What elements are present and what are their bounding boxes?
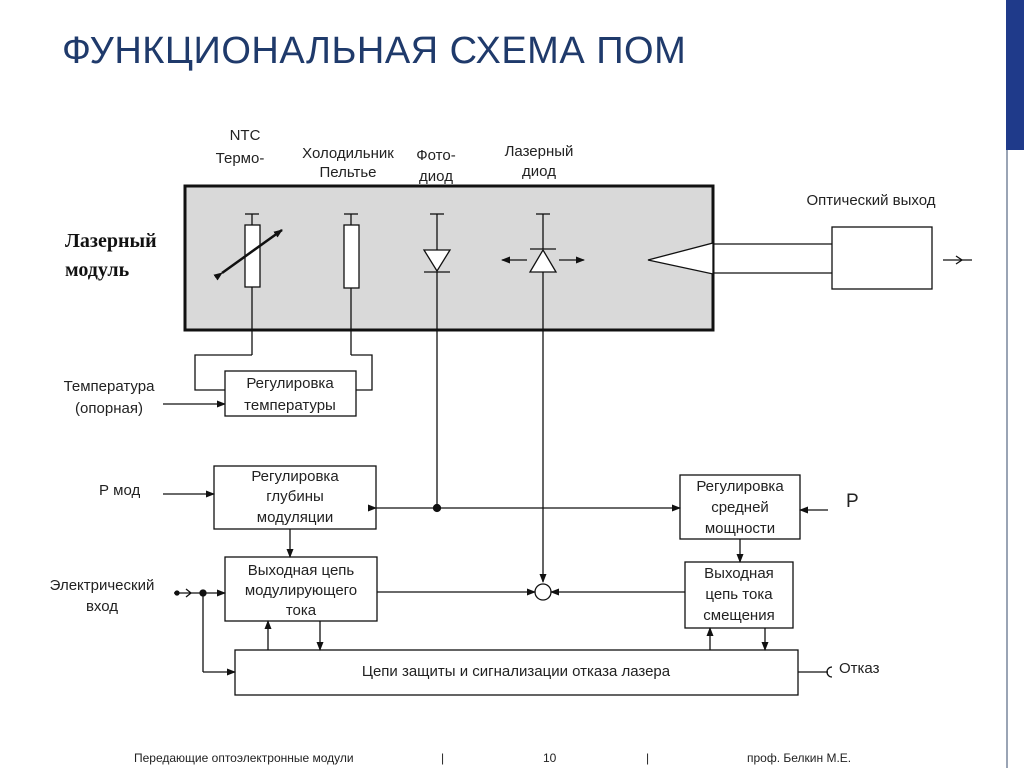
bias-output-block-line3: смещения bbox=[703, 607, 774, 624]
ntc-label: NTC bbox=[230, 127, 261, 144]
temperature-control-block bbox=[224, 370, 357, 417]
bias-output-block bbox=[684, 561, 794, 629]
mod-depth-block-line3: модуляции bbox=[257, 509, 333, 526]
mod-output-block-line1: Выходная цепь bbox=[248, 562, 355, 579]
footer-course-title: Передающие оптоэлектронные модули bbox=[134, 751, 354, 765]
laser-diode bbox=[501, 213, 585, 583]
footer-separator-right: | bbox=[646, 751, 650, 765]
peltier-cooler bbox=[343, 213, 360, 355]
mod-output-block-line3: тока bbox=[286, 602, 317, 619]
mod-depth-block-line1: Регулировка bbox=[251, 468, 339, 485]
bias-output-block-line1: Выходная bbox=[704, 565, 774, 582]
temperature-input-line2: (опорная) bbox=[75, 400, 143, 417]
peltier-label-line2: Пельтье bbox=[319, 164, 376, 181]
temperature-input-line1: Температура bbox=[64, 378, 156, 395]
protection-block-label: Цепи защиты и сигнализации отказа лазера bbox=[362, 663, 671, 680]
protection-block bbox=[234, 649, 799, 696]
footer-author: проф. Белкин М.Е. bbox=[747, 751, 852, 765]
p-mod-input-label: Р мод bbox=[99, 482, 140, 499]
signal-wiring bbox=[163, 490, 833, 678]
slide-accent-stripe bbox=[1006, 0, 1024, 768]
svg-text:Лазерный модуль: Лазерный модуль bbox=[65, 230, 162, 281]
avg-power-block-line1: Регулировка bbox=[696, 478, 784, 495]
slide-title: ФУНКЦИОНАЛЬНАЯ СХЕМА ПОМ bbox=[62, 30, 687, 72]
electric-input-line2: вход bbox=[86, 598, 118, 615]
ntc-thermistor bbox=[213, 213, 283, 355]
laser-module-box bbox=[183, 184, 715, 332]
photodiode-label-line1: Фото- bbox=[416, 147, 455, 164]
photodiode bbox=[422, 213, 452, 508]
modulation-depth-block bbox=[213, 465, 377, 530]
mod-depth-block-line2: глубины bbox=[266, 488, 324, 505]
bias-output-block-line2: цепь тока bbox=[705, 586, 773, 603]
p-input-label: Р bbox=[846, 491, 859, 512]
fault-output-label: Отказ bbox=[839, 660, 880, 677]
mod-output-block-line2: модулирующего bbox=[245, 582, 357, 599]
footer-separator-left: | bbox=[441, 751, 445, 765]
modulation-output-block bbox=[224, 556, 378, 622]
photodiode-label-line2: диод bbox=[419, 168, 453, 185]
module-label-line2: модуль bbox=[65, 259, 130, 281]
laser-diode-label-line2: диод bbox=[522, 163, 556, 180]
electric-input-line1: Электрический bbox=[50, 577, 155, 594]
temperature-control-wiring bbox=[163, 354, 373, 408]
avg-power-block-line2: средней bbox=[711, 499, 769, 516]
thermo-label: Термо- bbox=[216, 150, 265, 167]
temperature-block-line1: Регулировка bbox=[246, 375, 334, 392]
peltier-label-line1: Холодильник bbox=[302, 145, 394, 162]
module-label-line1: Лазерный bbox=[65, 230, 157, 252]
laser-diode-label-line1: Лазерный bbox=[505, 143, 574, 160]
avg-power-block-line3: мощности bbox=[705, 520, 775, 537]
temperature-block-line2: температуры bbox=[244, 397, 336, 414]
footer-page-number: 10 bbox=[543, 751, 557, 765]
optical-output-label: Оптический выход bbox=[806, 192, 935, 209]
optical-fiber-output bbox=[647, 226, 972, 290]
